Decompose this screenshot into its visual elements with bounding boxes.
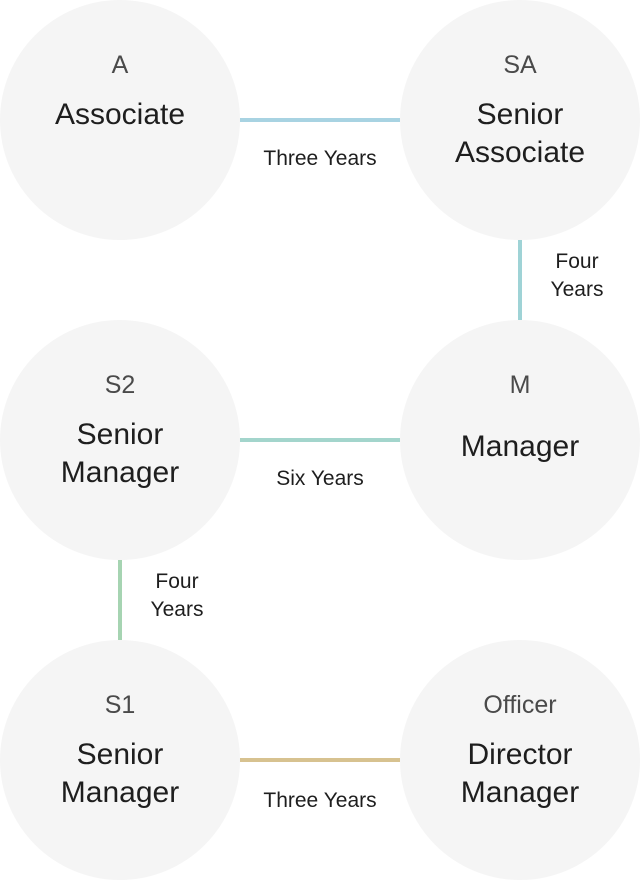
connector-a-to-sa [240,118,400,122]
duration-label-sa-to-m: Four Years [550,250,604,301]
connector-s2-to-s1 [118,560,122,640]
node-title: Director Manager [460,738,580,809]
node-title: Associate [54,98,186,131]
duration-label-s2-to-s1: Four Years [150,570,204,621]
node-title: Senior Manager [60,738,180,809]
node-senior-manager-s1: S1 Senior Manager [0,640,240,880]
duration-label-s1-to-officer: Three Years [263,789,377,812]
connector-sa-to-m [518,240,522,320]
node-code: M [509,371,531,399]
node-manager: M Manager [400,320,640,560]
connector-s1-to-officer [240,758,400,762]
node-code: A [111,51,129,79]
connector-m-to-s2 [240,438,400,442]
duration-label-m-to-s2: Six Years [276,467,364,490]
node-associate: A Associate [0,0,240,240]
node-director-manager: Officer Director Manager [400,640,640,880]
node-senior-associate: SA Senior Associate [400,0,640,240]
node-senior-manager-s2: S2 Senior Manager [0,320,240,560]
node-code: S1 [104,691,136,719]
duration-label-a-to-sa: Three Years [263,147,377,170]
node-code: SA [503,51,537,79]
node-title: Senior Manager [60,418,180,489]
node-title: Senior Associate [454,98,586,169]
node-title: Manager [460,430,580,463]
node-code: Officer [483,691,557,719]
node-code: S2 [104,371,136,399]
